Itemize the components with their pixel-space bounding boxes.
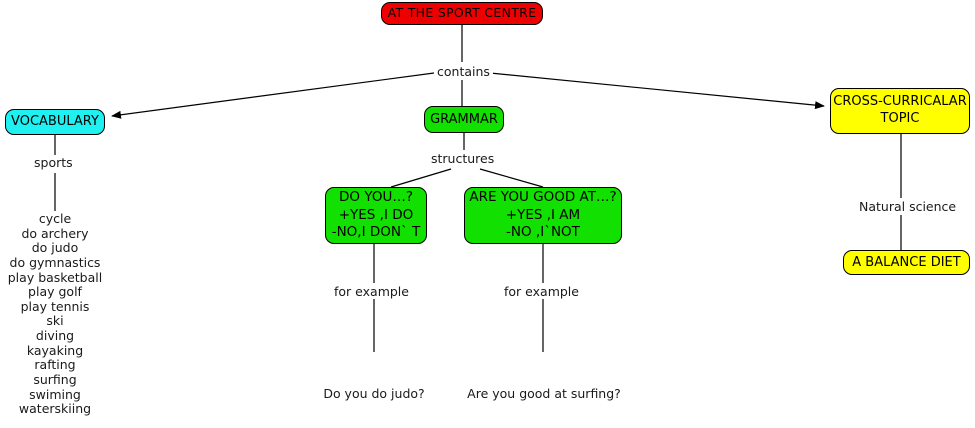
list-item: diving [35, 328, 75, 343]
list-item: swiming [29, 386, 81, 402]
edge-label-structures: structures [428, 151, 498, 166]
edge-structures-to-structure-do [390, 168, 452, 188]
vocabulary-word-list: cycle do archery do judo do gymnastics p… [0, 211, 120, 417]
structure-are-line-3: -NO ,I`NOT [506, 224, 580, 241]
node-a-balance-diet[interactable]: A BALANCE DIET [843, 250, 970, 275]
edge-label-natural-science: Natural science [856, 199, 960, 214]
structure-do-line-1: DO YOU…? [339, 189, 413, 206]
list-item: do judo [31, 240, 79, 256]
node-root-label: AT THE SPORT CENTRE [387, 5, 537, 21]
node-root-at-the-sport-centre[interactable]: AT THE SPORT CENTRE [381, 2, 543, 25]
list-item: ski [46, 313, 64, 329]
cross-curricular-line-1: CROSS-CURRICALAR [833, 94, 967, 110]
structure-do-line-3: -NO,I DON` T [331, 224, 421, 241]
structure-do-line-2: +YES ,I DO [338, 206, 414, 223]
node-structure-are-you-good-at[interactable]: ARE YOU GOOD AT…? +YES ,I AM -NO ,I`NOT [464, 187, 622, 244]
list-item: play basketball [7, 269, 103, 285]
list-item: kayaking [26, 342, 84, 358]
list-item: waterskiing [18, 401, 92, 417]
edge-label-for-example-left: for example [331, 284, 412, 299]
edge-label-sports: sports [31, 155, 76, 170]
list-item: play golf [28, 284, 82, 300]
node-vocabulary[interactable]: VOCABULARY [5, 109, 105, 135]
example-judo: Do you do judo? Yes,I do [294, 353, 454, 428]
node-cross-curricular-topic[interactable]: CROSS-CURRICALAR TOPIC [830, 88, 970, 134]
edge-label-for-example-right: for example [501, 284, 582, 299]
list-item: cycle [38, 211, 72, 226]
list-item: rafting [34, 357, 76, 373]
list-item: do gymnastics [9, 254, 101, 270]
list-item: surfing [33, 371, 77, 387]
structure-are-line-2: +YES ,I AM [505, 206, 581, 223]
example-surfing-question: Are you good at surfing? [467, 386, 621, 401]
edge-label-contains: contains [434, 64, 493, 79]
cross-curricular-line-2: TOPIC [880, 111, 920, 126]
list-item: play tennis [20, 298, 90, 314]
list-item: do archery [21, 225, 89, 241]
example-surfing: Are you good at surfing? Yes,I am [453, 353, 635, 428]
structure-are-line-1: ARE YOU GOOD AT…? [469, 189, 617, 206]
node-a-balance-diet-label: A BALANCE DIET [852, 254, 961, 270]
node-grammar[interactable]: GRAMMAR [424, 106, 504, 133]
node-structure-do-you[interactable]: DO YOU…? +YES ,I DO -NO,I DON` T [325, 187, 427, 244]
node-grammar-label: GRAMMAR [430, 111, 498, 127]
node-vocabulary-label: VOCABULARY [11, 114, 99, 130]
edge-contains-to-vocabulary [111, 72, 435, 119]
example-judo-question: Do you do judo? [323, 386, 425, 401]
edge-structures-to-structure-are [479, 168, 544, 188]
edge-contains-to-cross-curricular [489, 72, 825, 110]
